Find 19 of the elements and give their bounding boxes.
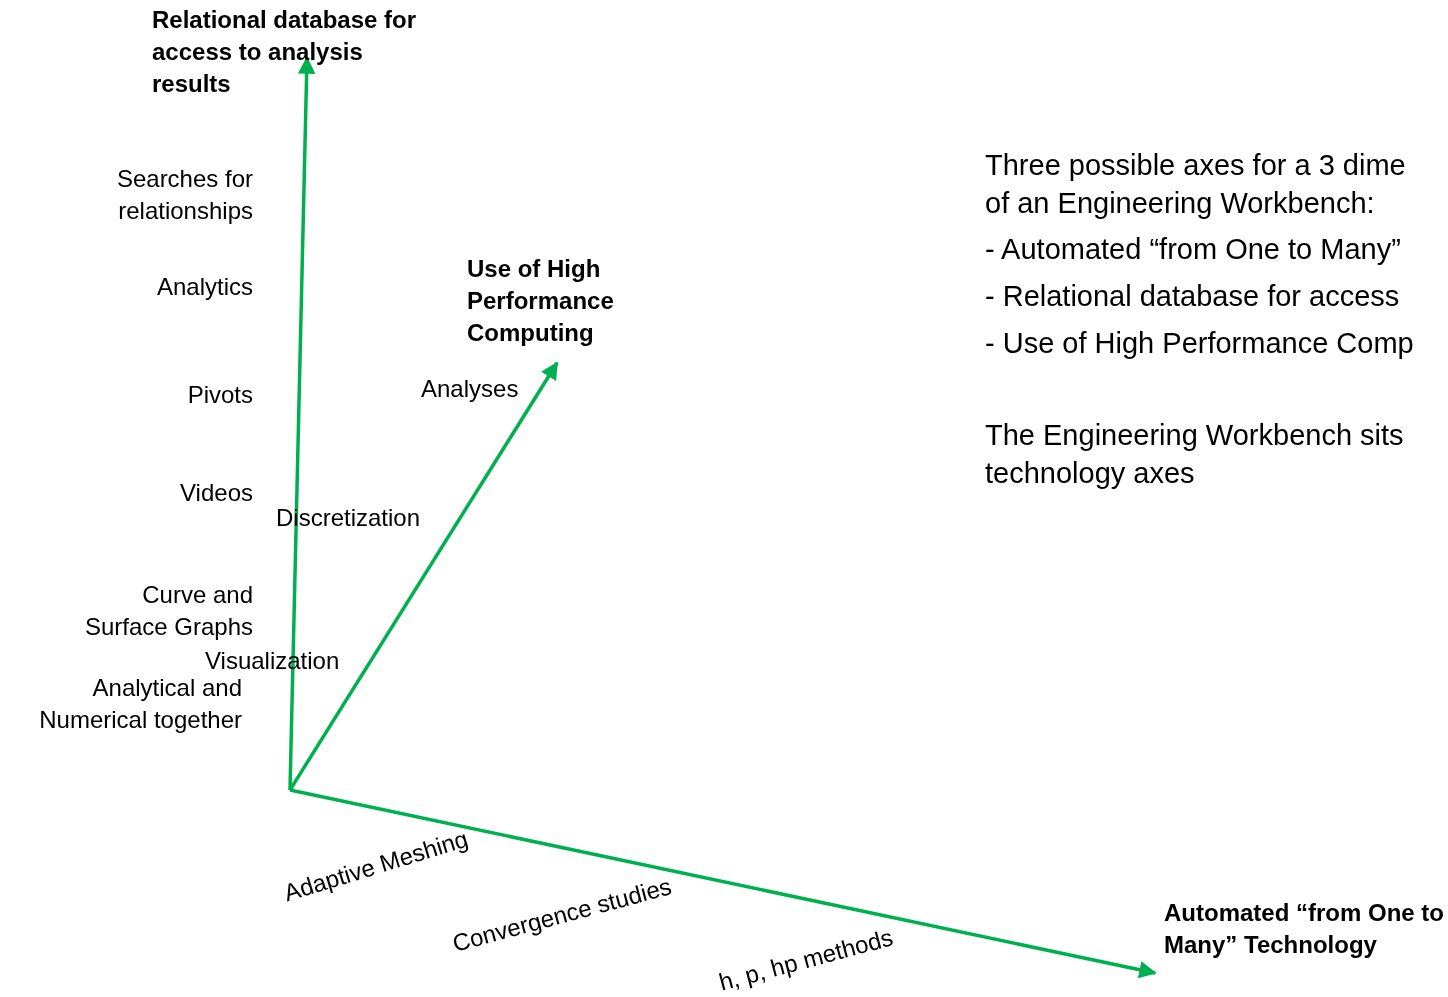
note-text: - Relational database for access [985, 279, 1400, 314]
axis-label: Searches for relationships [115, 164, 253, 226]
axis-label: Analytics [156, 272, 253, 302]
axis-label: Adaptive Meshing [280, 823, 471, 907]
note-text: technology axes [985, 456, 1195, 491]
axis-label: Analyses [421, 374, 519, 404]
axis-label: h, p, hp methods [715, 922, 897, 997]
axis-label: Pivots [187, 380, 253, 410]
axis-title: Relational database for access to analysis results [152, 5, 418, 99]
note-text: The Engineering Workbench sits [985, 418, 1404, 453]
axis-label: Videos [180, 478, 253, 508]
note-text: - Automated “from One to Many” [985, 232, 1401, 267]
axis-label: Curve and Surface Graphs [83, 580, 253, 642]
axis-label: Analytical and Numerical together [38, 673, 242, 735]
axis-title: Use of High Performance Computing [467, 254, 615, 348]
axis-title: Automated “from One to Many” Technology [1164, 898, 1444, 960]
note-text: - Use of High Performance Comp [985, 326, 1414, 361]
note-text: Three possible axes for a 3 dime [985, 148, 1406, 183]
note-text: of an Engineering Workbench: [985, 186, 1375, 221]
